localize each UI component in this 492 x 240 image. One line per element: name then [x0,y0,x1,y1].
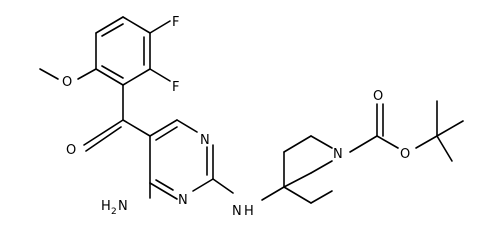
bond [283,172,312,188]
bond [310,160,333,174]
atom-nitrogen-pyrimidine-bottom: N [178,193,188,208]
bond-double-inner [155,126,178,141]
nh-group-label: N H [232,204,254,219]
bond [283,135,312,153]
bond-nh-c [261,186,285,201]
atom-oxygen-methoxy: O [62,75,72,90]
atom-fluorine-mid: F [172,80,179,95]
bond-o-ch3 [39,68,59,80]
bond [310,135,333,149]
amino-group-label: H N 2 [101,199,128,217]
atom-hydrogen-amino: H [101,199,111,214]
bond-tbu [436,135,453,162]
bond [122,68,151,86]
atom-nitrogen-pyrimidine-top: N [200,133,210,148]
bond [122,119,151,137]
phenyl-ring [95,16,151,86]
atom-fluorine-top: F [172,15,179,30]
bond-c-f [149,20,171,34]
bond [310,190,333,204]
bond-double-inner [101,23,124,37]
atom-hydrogen-nh: H [244,204,254,219]
bond-n-c [349,135,378,153]
bond-c-o [77,68,97,80]
bond [95,16,124,34]
bond-c-f [149,68,171,82]
pyrimidine-ring [149,119,214,200]
bond [122,16,151,34]
bond [192,178,214,192]
bond-double-inner [101,65,124,79]
bond [149,119,178,137]
bond-double-inner [155,179,174,191]
atom-nitrogen-nh: N [232,204,242,219]
bond-ketone [85,126,122,152]
bond-tbu [436,120,464,137]
atom-oxygen-ketone: O [66,143,76,158]
chemical-structure-diagram: F F O O N N H N 2 N H N O O [39,15,464,219]
bond-o-c [415,135,438,149]
atom-nitrogen-amino: N [118,199,128,214]
bond [176,119,198,133]
bond-c-o [376,135,399,149]
bond [95,68,124,86]
bond [149,182,178,200]
atom-oxygen-carbamate-carbonyl: O [373,89,383,104]
bond-ketone [83,119,124,146]
bond [283,186,312,204]
piperidine-ring [283,135,333,204]
atom-amino-subscript: 2 [111,207,117,217]
atom-oxygen-carbamate-ester: O [400,147,410,162]
bond-c-nh [212,178,234,194]
atom-nitrogen-piperidine: N [333,147,343,162]
